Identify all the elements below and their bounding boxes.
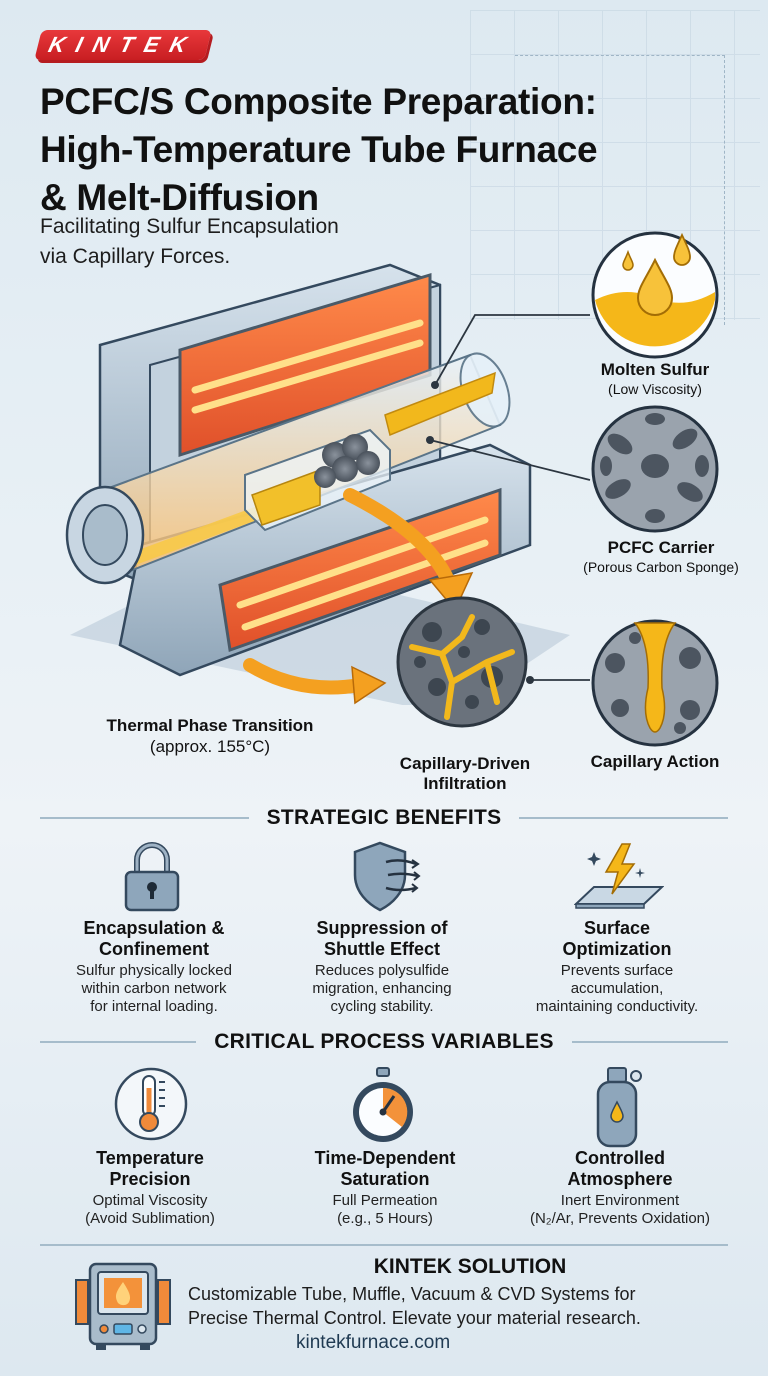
- variables-heading: CRITICAL PROCESS VARIABLES: [40, 1030, 728, 1054]
- tube-furnace-illustration: [65, 263, 570, 705]
- infiltrated-carbon-sphere-icon: [396, 596, 528, 728]
- capillary-action-icon: [591, 619, 719, 747]
- stopwatch-icon: [353, 1067, 413, 1142]
- carbon-pellets: [314, 434, 380, 488]
- variable-time: Time-Dependent Saturation Full Permeatio…: [314, 1148, 456, 1227]
- page-subtitle: Facilitating Sulfur Encapsulation via Ca…: [40, 215, 339, 268]
- page-title: PCFC/S Composite Preparation: High-Tempe…: [40, 81, 598, 218]
- thermometer-icon: [114, 1067, 188, 1141]
- label-thermal-phase-transition: Thermal Phase Transition (approx. 155°C): [106, 716, 314, 756]
- padlock-icon: [124, 842, 180, 912]
- footer-heading: KINTEK SOLUTION: [373, 1255, 567, 1278]
- benefits-heading: STRATEGIC BENEFITS: [40, 806, 729, 830]
- callout-molten-sulfur: Molten Sulfur (Low Viscosity): [600, 360, 710, 397]
- molten-sulfur-icon: [591, 231, 719, 359]
- furnace-icon: [75, 1262, 171, 1350]
- benefit-encapsulation: Encapsulation & Confinement Sulfur physi…: [76, 918, 232, 1015]
- callout-lines: [426, 314, 591, 684]
- footer-website-link[interactable]: kintekfurnace.com: [296, 1332, 451, 1353]
- callout-capillary-action: Capillary Action: [590, 752, 720, 771]
- shield-icon: [353, 841, 421, 912]
- kintek-logo: KINTEK: [34, 30, 212, 60]
- label-capillary-infiltration: Capillary-Driven Infiltration: [399, 754, 531, 793]
- footer-description: Customizable Tube, Muffle, Vacuum & CVD …: [188, 1284, 641, 1328]
- benefit-shuttle-suppression: Suppression of Shuttle Effect Reduces po…: [312, 918, 452, 1015]
- porous-carbon-icon: [591, 405, 719, 533]
- gas-cylinder-icon: [596, 1067, 642, 1148]
- variable-temperature: Temperature Precision Optimal Viscosity(…: [85, 1148, 215, 1227]
- lightning-surface-icon: [574, 843, 664, 909]
- footer-divider: [40, 1244, 728, 1246]
- background-dashed-frame: [515, 55, 725, 325]
- callout-pcfc-carrier: PCFC Carrier (Porous Carbon Sponge): [583, 538, 739, 575]
- variable-atmosphere: Controlled Atmosphere Inert Environment(…: [529, 1148, 711, 1227]
